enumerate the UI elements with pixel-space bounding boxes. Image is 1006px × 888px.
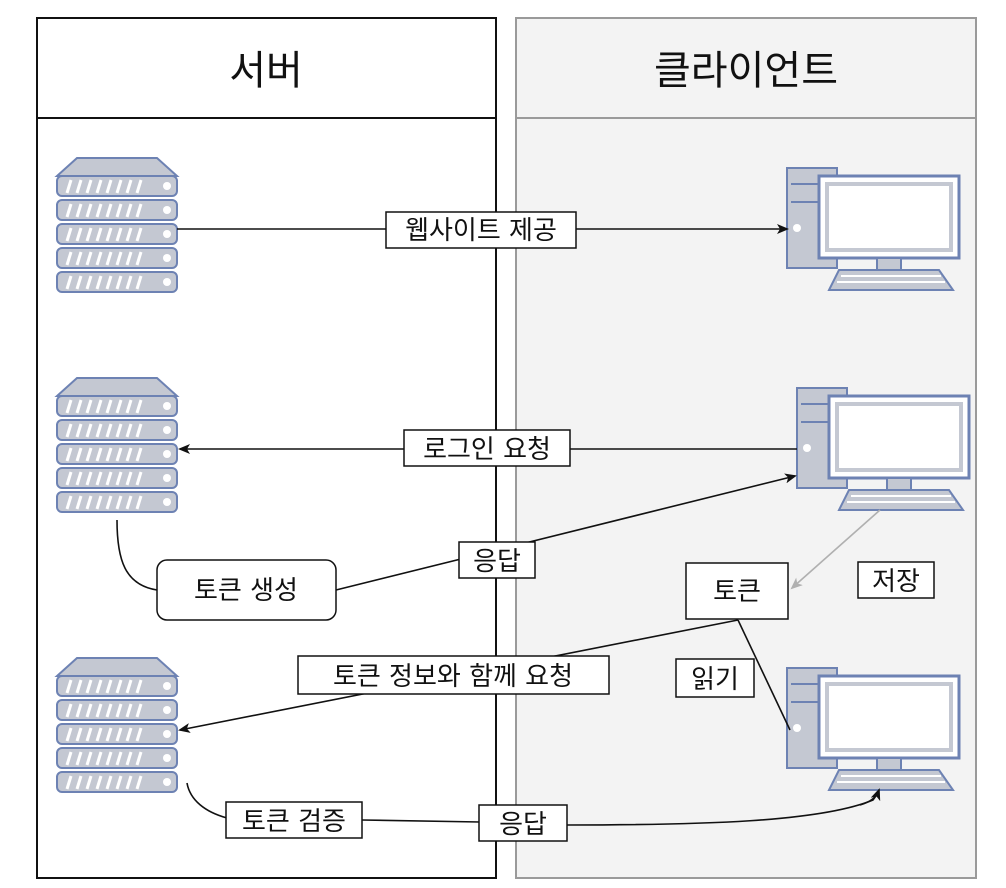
svg-text:응답: 응답 [499,810,547,840]
svg-text:응답: 응답 [473,547,521,577]
response-arrow-1 [335,473,797,591]
response-arrow-2-head [859,788,881,806]
token-node: 토큰 [685,562,789,620]
svg-text:토큰: 토큰 [713,577,761,607]
response-label-2: 응답 [478,804,568,842]
svg-text:저장: 저장 [872,567,920,597]
server-icon-1 [57,158,177,292]
svg-text:토큰 정보와 함께 요청: 토큰 정보와 함께 요청 [333,662,573,692]
request-with-token-label: 토큰 정보와 함께 요청 [297,655,610,695]
response-arrow-2-line [361,792,879,826]
svg-text:토큰 검증: 토큰 검증 [242,807,346,837]
server-lane-title: 서버 [229,48,303,94]
server-icon-2 [57,378,177,512]
read-token-line [737,619,791,731]
client-lane-title: 클라이언트 [654,48,838,94]
response-label-1: 응답 [458,541,536,579]
read-label: 읽기 [675,658,755,698]
store-token-arrow [790,509,881,590]
svg-text:웹사이트 제공: 웹사이트 제공 [405,216,557,246]
svg-text:로그인 요청: 로그인 요청 [423,435,551,465]
svg-text:읽기: 읽기 [691,665,739,695]
token-generation-node: 토큰 생성 [156,559,337,621]
token-verification-label: 토큰 검증 [225,801,363,839]
provide-website-label: 웹사이트 제공 [385,211,577,249]
server-icon-3 [57,658,177,792]
server-to-token-verification-line [186,782,228,819]
store-label: 저장 [857,561,935,599]
svg-text:토큰 생성: 토큰 생성 [194,576,298,606]
login-request-label: 로그인 요청 [403,429,571,467]
server-to-token-generation-line [116,519,158,591]
